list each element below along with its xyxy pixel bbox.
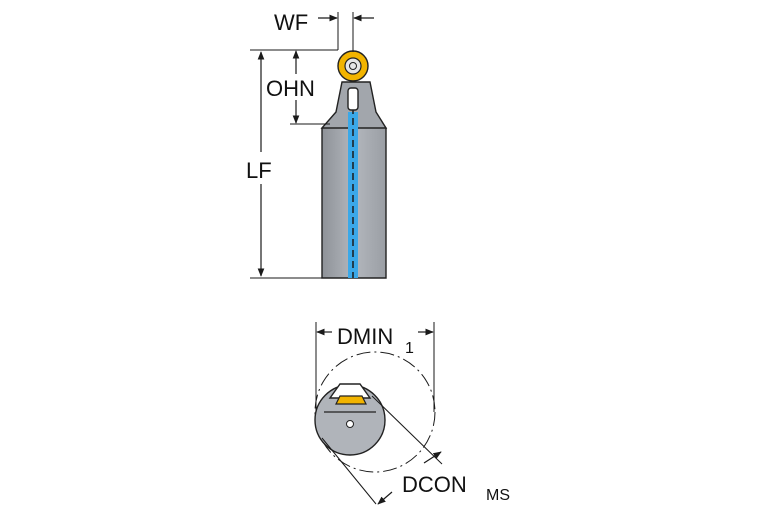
- insert-slot: [347, 87, 359, 111]
- dcon-subscript: MS: [486, 487, 510, 504]
- dcon-label: DCON: [402, 472, 467, 497]
- end-insert-icon: [335, 395, 367, 405]
- ohn-label: OHN: [266, 76, 315, 101]
- dcon-dimension: [377, 491, 393, 505]
- insert-screw-icon: [344, 57, 362, 75]
- end-view: DMIN 1 DCON MS: [314, 322, 510, 505]
- lf-label: LF: [246, 158, 272, 183]
- side-view: WF OHN LF: [246, 10, 388, 279]
- dmin-subscript: 1: [405, 340, 414, 357]
- coolant-hole: [346, 420, 354, 428]
- dmin-label: DMIN: [337, 324, 393, 349]
- bore-circle: [314, 351, 436, 473]
- wf-label: WF: [274, 10, 308, 35]
